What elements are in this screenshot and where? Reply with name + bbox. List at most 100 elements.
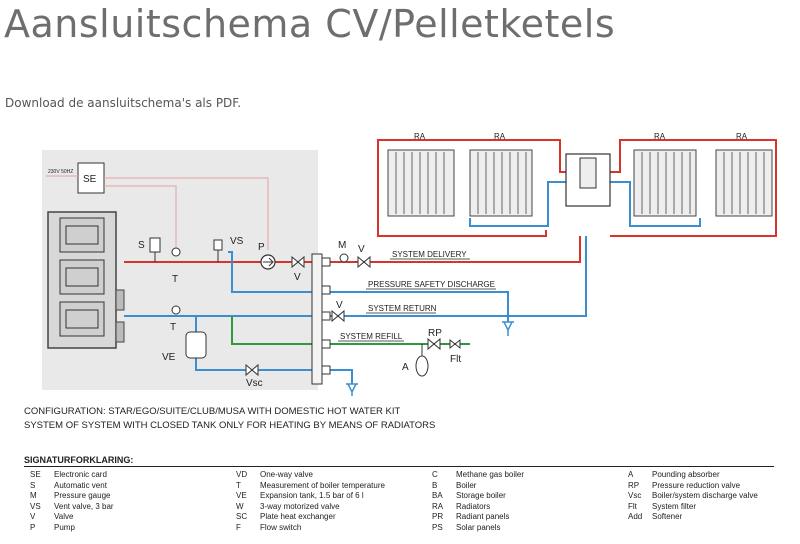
legend-value: Boiler/system discharge valve (652, 491, 758, 500)
legend-item: Add Softener (622, 512, 792, 523)
label-V-return: V (336, 300, 343, 311)
page-title: Aansluitschema CV/Pelletketels (4, 2, 616, 46)
radiator-3 (633, 149, 697, 217)
refill-label: SYSTEM REFILL (340, 332, 403, 341)
legend-value: Expansion tank, 1.5 bar of 6 l (260, 491, 364, 500)
manifold-port (321, 365, 331, 375)
label-VE: VE (162, 352, 176, 363)
legend-value: Pressure reduction valve (652, 480, 741, 490)
legend-key: M (30, 491, 37, 500)
label-Flt: Flt (450, 354, 461, 365)
legend-value: Solar panels (456, 522, 501, 532)
radiator-feed-hot-1 (377, 139, 582, 237)
automatic-vent (149, 237, 161, 262)
pounding-absorber (415, 355, 429, 377)
safety-discharge-pipe (228, 251, 509, 322)
legend-key: Add (628, 512, 643, 521)
legend-key: SC (236, 512, 248, 521)
valve-return-system (331, 309, 345, 323)
legend-key: SE (30, 470, 41, 479)
label-S: S (138, 240, 145, 251)
manifold-port (321, 257, 331, 267)
radiator-1-label: RA (414, 132, 426, 141)
legend-key: Flt (628, 501, 637, 511)
manifold-port (321, 285, 331, 295)
manifold-port (321, 339, 331, 349)
label-RP: RP (428, 328, 442, 339)
legend-key: BA (432, 491, 443, 500)
legend-item: Vsc Boiler/system discharge valve (622, 491, 792, 502)
pdf-download-link-text[interactable]: Download de aansluitschema's als PDF. (5, 96, 241, 110)
label-VS: VS (230, 236, 244, 247)
legend-value: Pounding absorber (652, 470, 720, 479)
configuration-line-1: CONFIGURATION: STAR/EGO/SUITE/CLUB/MUSA … (24, 406, 401, 417)
legend-key: Vsc (628, 491, 642, 500)
pellet-boiler (47, 211, 125, 349)
radiator-3-label: RA (654, 132, 666, 141)
legend-key: T (236, 480, 241, 490)
manifold-port (321, 311, 331, 321)
radiator-4 (715, 149, 773, 217)
legend-value: Flow switch (260, 522, 302, 532)
legend-key: RA (432, 501, 444, 511)
delivery-pipe (124, 236, 581, 263)
legend-key: PR (432, 512, 444, 521)
radiator-2 (469, 149, 533, 217)
legend-key: RP (628, 480, 640, 490)
legend-value: Storage boiler (456, 491, 506, 500)
label-T-delivery: T (172, 274, 178, 285)
radiator-feed-cold-1 (469, 181, 582, 227)
legend-value: Pressure gauge (54, 491, 111, 500)
legend-value: 3-way motorized valve (260, 501, 340, 511)
thermometer-return (171, 305, 181, 315)
legend-value: Plate heat exchanger (260, 512, 336, 521)
label-V-delivery: V (358, 244, 365, 255)
label-T-return: T (170, 322, 176, 333)
system-filter (449, 338, 461, 350)
legend-value: One-way valve (260, 470, 313, 479)
wire-se-pump (104, 177, 269, 250)
expansion-tank (185, 331, 207, 359)
legend-item: SC Plate heat exchanger (230, 512, 426, 523)
legend-key: VS (30, 501, 41, 511)
radiator-feed-hot-2 (598, 139, 777, 237)
label-M: M (338, 240, 346, 251)
legend-key: F (236, 522, 241, 532)
legend-item: F Flow switch (230, 523, 426, 534)
pressure-reduction-valve (427, 337, 441, 351)
manifold-block (311, 253, 323, 385)
pump (260, 254, 276, 270)
legend-value: System filter (652, 501, 697, 511)
distributor-body (579, 157, 597, 189)
legend-value: Softener (652, 512, 683, 521)
legend-item: W 3-way motorized valve (230, 502, 426, 513)
legend-key: VD (236, 470, 248, 479)
discharge-valve (245, 363, 259, 377)
legend-value: Automatic vent (54, 480, 107, 490)
legend-item: BA Storage boiler (426, 491, 622, 502)
valve-delivery-system (357, 255, 371, 269)
safety-discharge-label: PRESSURE SAFETY DISCHARGE (368, 280, 495, 289)
legend-key: W (236, 501, 244, 511)
legend-value: Electronic card (54, 470, 107, 479)
radiator-feed-cold-2 (598, 181, 701, 227)
legend-item: M Pressure gauge (24, 491, 230, 502)
legend-key: PS (432, 522, 443, 532)
pdf-download-link[interactable]: Download de aansluitschema's als PDF. (5, 96, 242, 110)
electronic-card-label: SE (83, 174, 97, 185)
boiler-drain-funnel (346, 383, 358, 396)
legend-item: SE Electronic card (24, 470, 230, 481)
return-label: SYSTEM RETURN (368, 304, 437, 313)
radiator-1 (387, 149, 455, 217)
legend-key: VE (236, 491, 247, 500)
